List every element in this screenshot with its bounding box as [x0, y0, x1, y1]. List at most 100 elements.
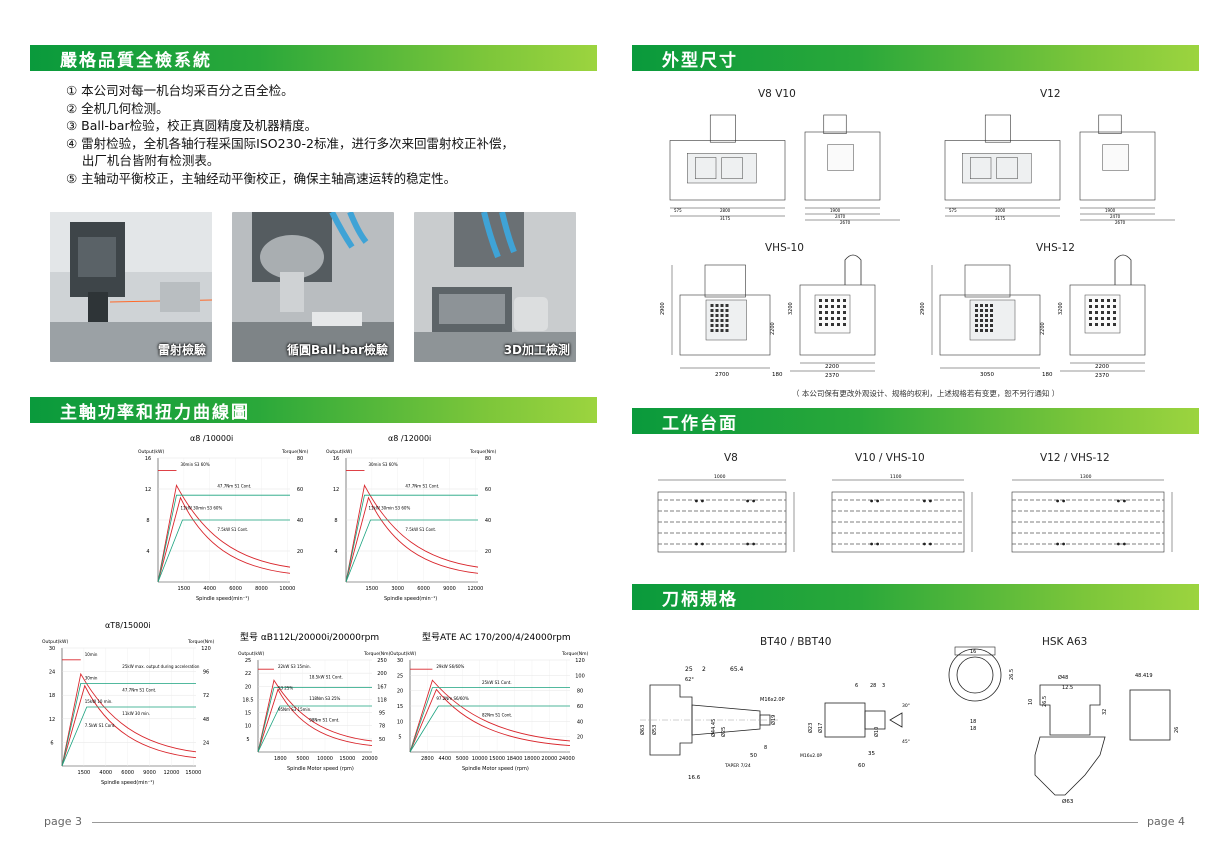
x-tick-label: 1500 — [366, 586, 379, 592]
y-right-tick-label: 80 — [485, 456, 491, 462]
x-tick-label: 12000 — [467, 586, 483, 592]
y-right-tick-label: 80 — [297, 456, 303, 462]
hsk-side-section — [1039, 684, 1101, 736]
dim-label: Ø23 — [807, 723, 814, 733]
photo-caption: 雷射檢驗 — [157, 343, 206, 357]
stud-body — [824, 702, 866, 738]
banner-curves: 主軸功率和扭力曲線圖 — [30, 397, 597, 423]
dims-disclaimer: （ 本公司保有更改外观设计、规格的权利，上述规格若有变更，恕不另行通知 ） — [792, 389, 1060, 398]
grille-dot — [825, 299, 828, 302]
y-right-tick-label: 100 — [575, 673, 585, 679]
grille-dot — [1107, 305, 1110, 308]
y-tick-label: 25 — [397, 673, 403, 679]
curve-annotation: 18.5kW S1 Cont. — [309, 675, 342, 680]
dim-label: 2370 — [825, 373, 839, 379]
dim-label: 35 — [868, 751, 875, 757]
x-tick-label: 20000 — [362, 756, 378, 762]
x-tick-label: 10000 — [279, 586, 295, 592]
dim-label: Ø63 — [639, 725, 646, 735]
x-tick-label: 5000 — [296, 756, 309, 762]
y-right-tick-label: 60 — [485, 487, 491, 493]
x-axis-label: Spindle speed(min⁻¹) — [101, 780, 154, 786]
dim-label: 2370 — [1095, 373, 1109, 379]
dim-label: 65.4 — [730, 666, 744, 673]
bt40-taper — [691, 704, 761, 736]
y-left-label: Output(kW) — [390, 651, 416, 657]
banner-dimensions-title: 外型尺寸 — [662, 50, 738, 71]
y-tick-label: 8 — [146, 518, 149, 524]
machine-door — [996, 157, 1018, 179]
x-tick-label: 15000 — [489, 756, 505, 762]
grille-dot — [1113, 305, 1116, 308]
output-line-s1 — [409, 705, 570, 753]
grille-dot — [985, 319, 988, 322]
dim-label: 16.6 — [688, 775, 701, 781]
table-hole — [923, 542, 926, 546]
machine-side-panel — [827, 144, 854, 171]
machine-side-body — [1069, 284, 1146, 356]
x-axis-label: Spindle speed(min⁻¹) — [384, 596, 437, 602]
3d-probe-image — [414, 212, 576, 362]
grille-dot — [710, 309, 714, 312]
grille-dot — [990, 329, 993, 332]
dim-label: 3200 — [788, 302, 794, 315]
dim-label: 3200 — [1058, 302, 1064, 315]
quality-item: ② 全机几何检测。 — [66, 100, 169, 116]
y-left-label: Output(kW) — [42, 639, 68, 645]
chart-title: 型号ATE AC 170/200/4/24000rpm — [422, 632, 571, 643]
y-right-tick-label: 40 — [577, 719, 583, 725]
y-right-tick-label: 20 — [297, 549, 303, 555]
curve-annotation: 98Nm S1 Cont. — [309, 718, 339, 723]
dim-label: 575 — [949, 208, 957, 213]
grille-dot — [980, 329, 983, 332]
curve-annotation: 15kW 10 min. — [85, 699, 113, 704]
y-right-tick-label: 20 — [577, 735, 583, 741]
machine-door — [695, 157, 717, 179]
photo-caption: 3D加工檢測 — [503, 343, 570, 357]
grille-dot — [819, 317, 822, 320]
table-hole — [701, 499, 704, 503]
grille-dot — [819, 299, 822, 302]
y-tick-label: 10 — [245, 724, 251, 730]
grille-dot — [975, 329, 978, 332]
grille-dot — [825, 323, 828, 326]
quality-item: ⑤ 主轴动平衡校正，主轴经动平衡校正，确保主轴高速运转的稳定性。 — [66, 170, 457, 186]
y-tick-label: 4 — [334, 549, 337, 555]
quality-list: ① 本公司对每一机台均采百分之百全检。 ② 全机几何检测。 ③ Ball-bar… — [66, 82, 514, 187]
grille-dot — [710, 319, 714, 322]
x-tick-label: 6000 — [229, 586, 242, 592]
table-hole — [1117, 499, 1120, 503]
grille-dot — [990, 304, 993, 307]
y-tick-label: 16 — [145, 456, 151, 462]
table-hole — [1056, 542, 1059, 546]
y-right-tick-label: 50 — [379, 737, 385, 743]
grille-dot — [980, 309, 983, 312]
y-left-label: Output(kW) — [138, 449, 164, 455]
stud-head — [864, 710, 886, 730]
dim-label: 2 — [702, 666, 706, 673]
table-hole — [752, 542, 755, 546]
grille-dot — [720, 319, 724, 322]
banner-curves-title: 主軸功率和扭力曲線圖 — [60, 402, 250, 423]
y-right-label: Torque(Nm) — [469, 449, 496, 455]
x-tick-label: 4400 — [438, 756, 451, 762]
curve-annotation: 30min S3 60% — [368, 462, 397, 467]
chart-title: αT8/15000i — [105, 621, 151, 630]
dim-label: 18 — [970, 726, 976, 732]
dim-label: 2900 — [920, 302, 926, 315]
dim-label: Ø17 — [817, 723, 824, 733]
banner-quality: 嚴格品質全檢系統 — [30, 45, 597, 71]
power-curve-s3 — [345, 483, 479, 583]
grille-dot — [990, 314, 993, 317]
grille-dot — [819, 323, 822, 326]
dim-label: 2470 — [1110, 214, 1121, 219]
grille-dot — [825, 305, 828, 308]
page-number-left: page 3 — [44, 815, 82, 828]
curve-annotation: S3 25% — [278, 685, 293, 690]
grille-dot — [1101, 311, 1104, 314]
grille-dot — [1089, 305, 1092, 308]
y-tick-label: 30 — [397, 658, 403, 664]
x-tick-label: 9000 — [443, 586, 456, 592]
